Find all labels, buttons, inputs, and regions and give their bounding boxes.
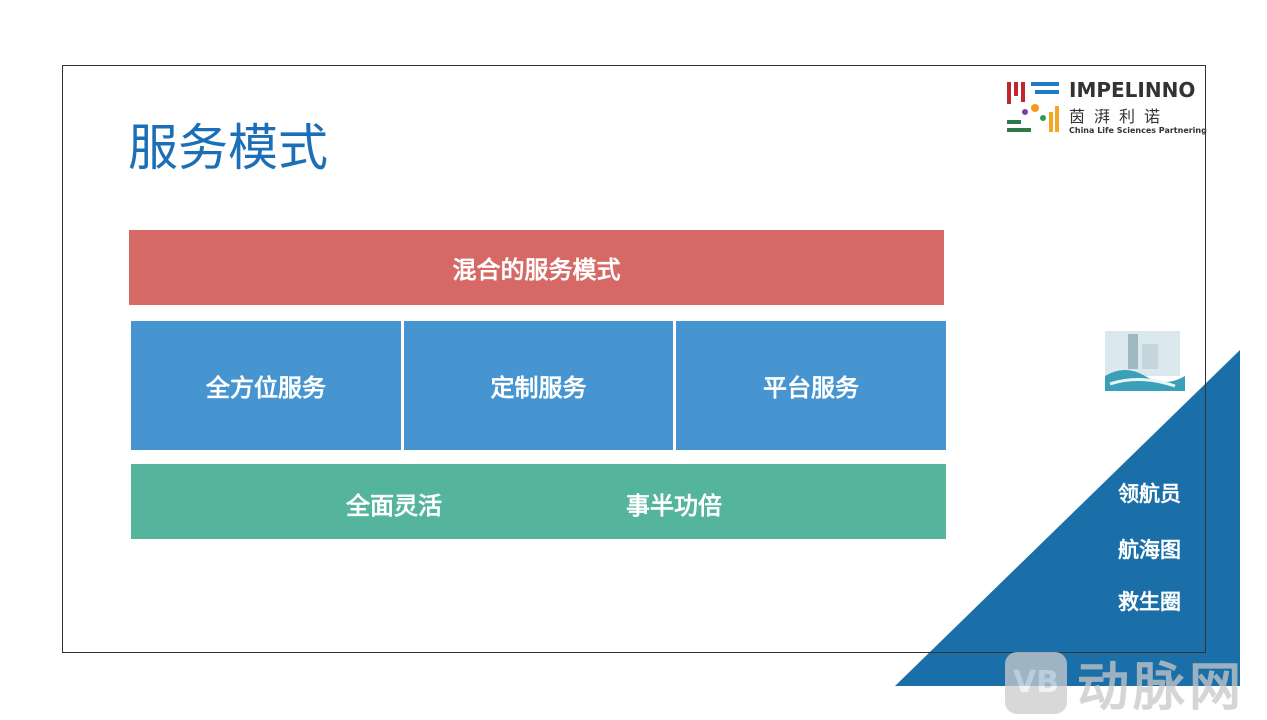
- side-item-lifebuoy: 救生圈: [1118, 590, 1181, 614]
- full-service-box: 全方位服务: [131, 321, 401, 450]
- watermark: VB 动脉网: [1005, 645, 1245, 720]
- benefit-flexible: 全面灵活: [346, 492, 442, 520]
- page-title: 服务模式: [128, 119, 328, 177]
- side-item-navigator: 领航员: [1118, 482, 1181, 506]
- platform-service-box: 平台服务: [676, 321, 946, 450]
- watermark-badge-icon: VB: [1005, 651, 1067, 714]
- logo-tagline: China Life Sciences Partnering: [1069, 126, 1207, 135]
- logo-cn: 茵湃利诺: [1069, 107, 1170, 126]
- side-item-chart: 航海图: [1118, 538, 1181, 562]
- watermark-text: 动脉网: [1077, 658, 1246, 718]
- company-logo: IMPELINNO 茵湃利诺 China Life Sciences Partn…: [1005, 78, 1207, 140]
- custom-service-box: 定制服务: [404, 321, 673, 450]
- benefits-bar: 全面灵活 事半功倍: [131, 464, 946, 539]
- logo-brand: IMPELINNO: [1069, 78, 1196, 102]
- slide-frame: [62, 65, 1206, 653]
- benefit-efficient: 事半功倍: [626, 492, 722, 520]
- hybrid-service-bar: 混合的服务模式: [129, 230, 944, 305]
- ship-illustration: [1105, 331, 1185, 391]
- logo-mark-icon: [1007, 82, 1059, 132]
